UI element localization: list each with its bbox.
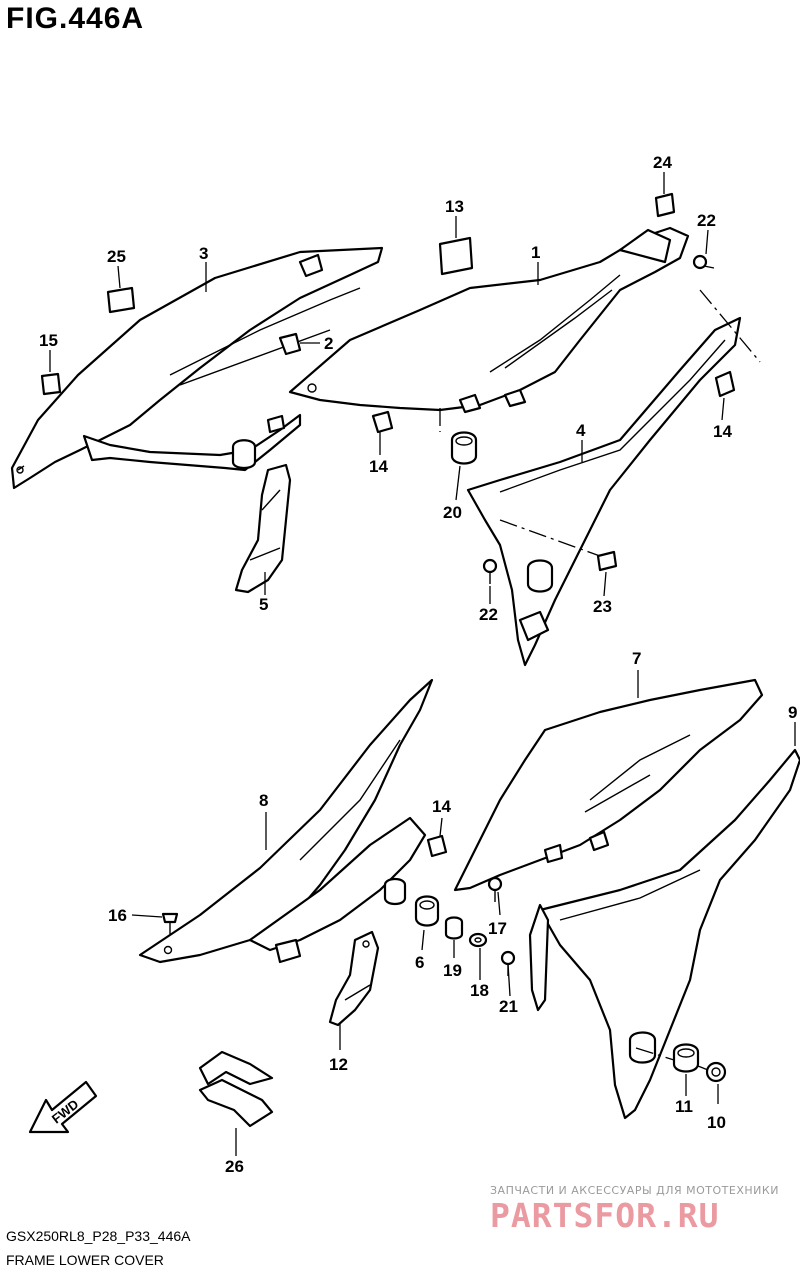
label-part-1: 1 (531, 243, 540, 262)
part-16-screw[interactable] (161, 912, 179, 934)
label-part-22-b: 22 (479, 605, 498, 624)
part-23-pad[interactable] (596, 550, 618, 572)
part-14-clip-a[interactable] (371, 410, 394, 434)
label-part-13: 13 (445, 197, 464, 216)
label-part-6: 6 (415, 953, 424, 972)
part-22-screw-a[interactable] (692, 254, 715, 270)
part-3-lower-flange (82, 413, 302, 472)
part-4-rear-cover[interactable] (466, 316, 742, 667)
label-part-15: 15 (39, 331, 58, 350)
part-labels: 1 2 3 4 5 6 7 8 9 10 11 12 13 14 14 14 1… (39, 153, 797, 1176)
part-24-pad[interactable] (654, 192, 676, 218)
part-14-clip-b[interactable] (714, 370, 736, 398)
label-part-9: 9 (788, 703, 797, 722)
label-part-7: 7 (632, 649, 641, 668)
label-part-12: 12 (329, 1055, 348, 1074)
part-11-grommet[interactable] (672, 1043, 700, 1073)
label-part-25: 25 (107, 247, 126, 266)
label-part-24: 24 (653, 153, 672, 172)
label-part-11: 11 (675, 1097, 693, 1116)
figure-code: GSX250RL8_P28_P33_446A (6, 1228, 191, 1244)
label-part-14-a: 14 (369, 457, 388, 476)
part-6-grommet[interactable] (414, 895, 440, 927)
part-20-grommet[interactable] (450, 431, 478, 465)
part-15-pad[interactable] (40, 372, 62, 396)
leader-lines (49, 172, 796, 1156)
part-7-right-cover[interactable] (453, 678, 764, 892)
label-part-17: 17 (488, 919, 507, 938)
label-part-4: 4 (576, 421, 586, 440)
part-2-nut[interactable] (278, 332, 302, 356)
part-12-bracket[interactable] (328, 930, 380, 1027)
label-part-3: 3 (199, 244, 208, 263)
label-part-26: 26 (225, 1157, 244, 1176)
fwd-arrow-icon: FWD (28, 1080, 98, 1134)
part-1-main-cover[interactable] (288, 226, 690, 414)
part-3-left-cover[interactable] (10, 246, 384, 490)
label-part-5: 5 (259, 595, 268, 614)
figure-title: FIG.446A (6, 2, 145, 35)
label-part-8: 8 (259, 791, 268, 810)
label-part-18: 18 (470, 981, 489, 1000)
label-part-14-c: 14 (432, 797, 451, 816)
part-8-left-lower-cover[interactable] (138, 678, 434, 964)
part-13-pad[interactable] (438, 236, 474, 276)
part-14-clip-c[interactable] (426, 834, 448, 858)
part-18-washer[interactable] (468, 932, 488, 948)
label-part-14-b: 14 (713, 422, 732, 441)
watermark-site: PARTSFOR.RU (490, 1196, 720, 1235)
part-25-pad[interactable] (106, 286, 136, 314)
part-10-bolt[interactable] (697, 1061, 727, 1083)
label-part-21: 21 (499, 997, 518, 1016)
watermark-tagline: ЗАПЧАСТИ И АКСЕССУАРЫ ДЛЯ МОТОТЕХНИКИ (490, 1184, 779, 1197)
part-9-right-lower-cover[interactable] (528, 748, 800, 1120)
assembly-lines (439, 289, 761, 1061)
label-part-16: 16 (108, 906, 127, 925)
label-part-23: 23 (593, 597, 612, 616)
label-part-20: 20 (443, 503, 462, 522)
part-19-collar[interactable] (444, 916, 464, 940)
label-part-22-a: 22 (697, 211, 716, 230)
part-5-bracket[interactable] (234, 463, 292, 594)
label-part-10: 10 (707, 1113, 726, 1132)
label-part-2: 2 (324, 334, 333, 353)
part-26-emblem[interactable] (198, 1050, 274, 1128)
figure-caption: FRAME LOWER COVER (6, 1252, 164, 1268)
part-22-screw-b[interactable] (482, 558, 498, 584)
part-17-screw[interactable] (487, 876, 503, 902)
label-part-19: 19 (443, 961, 462, 980)
